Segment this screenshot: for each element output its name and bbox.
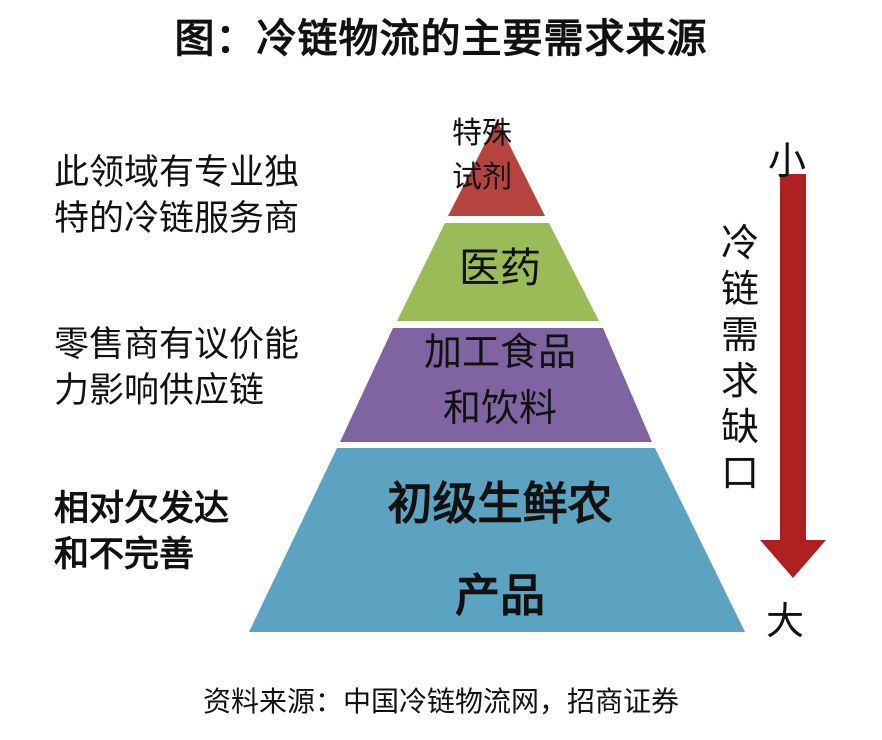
page-title: 图：冷链物流的主要需求来源 (174, 16, 708, 62)
level-label-fresh-produce: 初级生鲜农 产品 (387, 477, 613, 622)
pyramid-level-processed-food (340, 328, 652, 442)
level-label-medicine: 医药 (459, 244, 541, 292)
axis-caption: 冷链需求缺口 (720, 221, 759, 495)
pyramid-level-special-reagents (448, 120, 545, 216)
source-note: 资料来源：中国冷链物流网，招商证券 (202, 685, 679, 718)
note-specialized-providers: 此领域有专业独 特的冷链服务商 (54, 153, 300, 239)
pyramid-level-fresh-produce (249, 448, 745, 632)
level-label-special-reagents: 特殊 试剂 (452, 116, 512, 195)
note-retailer-bargaining: 零售商有议价能 力影响供应链 (54, 325, 300, 411)
axis-label-large: 大 (766, 599, 805, 643)
pyramid-level-medicine (397, 223, 599, 321)
level-label-processed-food: 加工食品 和饮料 (423, 330, 576, 430)
axis-label-small: 小 (768, 139, 807, 183)
note-underdeveloped: 相对欠发达 和不完善 (54, 489, 230, 575)
